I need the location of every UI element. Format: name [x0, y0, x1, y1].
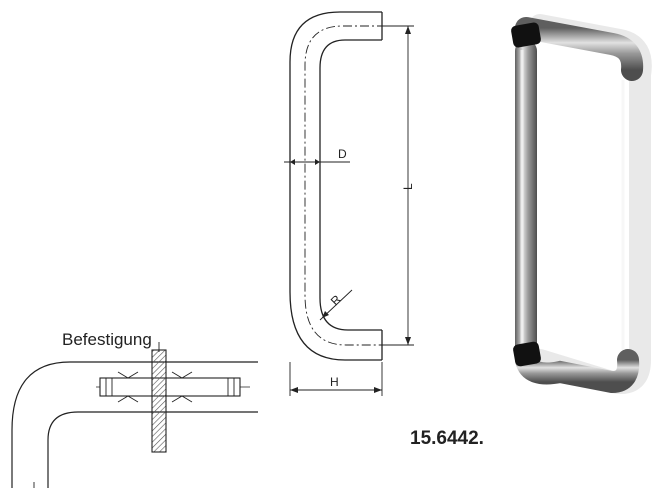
- dimension-diameter: [284, 159, 350, 165]
- mounting-label: Befestigung: [62, 330, 152, 349]
- mounting-tube-outer: [11, 361, 258, 488]
- dimension-label-h: H: [330, 375, 339, 389]
- dimension-length: [386, 25, 414, 346]
- bottom-spacer: [513, 341, 541, 367]
- handle-inner-contour: [319, 39, 382, 331]
- mounting-tube-inner: [47, 411, 258, 488]
- dimension-label-d: D: [338, 147, 347, 161]
- handle-outer-contour: [289, 11, 382, 361]
- handle-product-image: [511, 14, 652, 394]
- handle-center-line: [304, 25, 386, 346]
- mounting-bolt: [99, 377, 241, 397]
- dimension-height: [289, 362, 383, 396]
- article-number: 15.6442.: [410, 428, 484, 449]
- dimension-radius: [319, 289, 353, 321]
- dimension-label-r: R: [328, 292, 344, 308]
- dimension-label-l: L: [401, 183, 415, 190]
- top-spacer: [511, 22, 541, 48]
- handle-side-view: [289, 11, 386, 361]
- mounting-detail: [11, 342, 258, 488]
- glass-plate-section: [151, 349, 167, 453]
